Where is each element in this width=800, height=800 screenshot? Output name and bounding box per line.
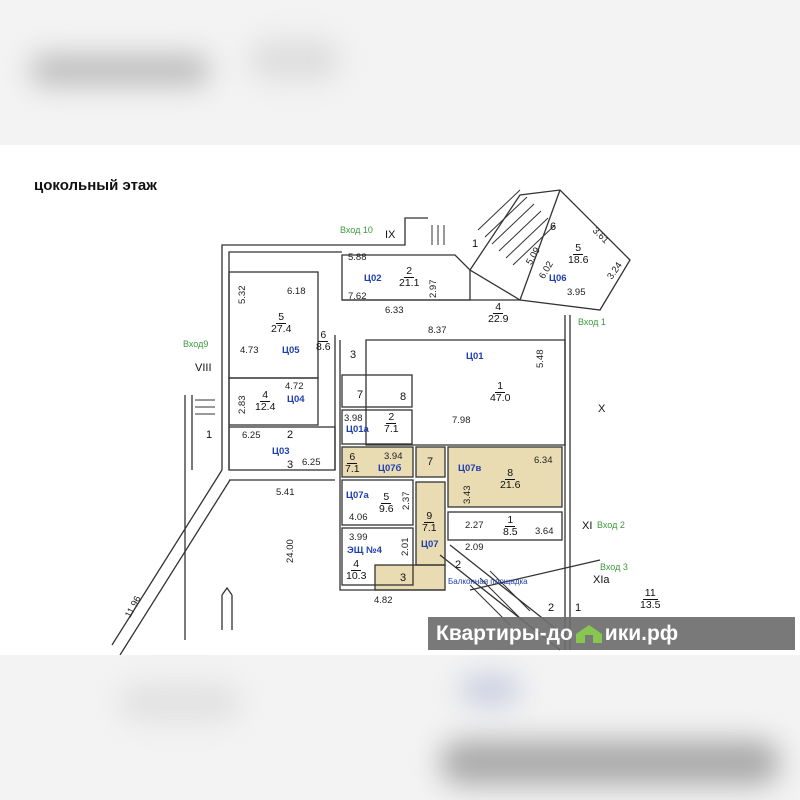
- floor-title: цокольный этаж: [34, 177, 157, 194]
- dimension: 3.94: [384, 451, 403, 462]
- room-number: 2: [548, 602, 555, 614]
- section-code: Ц04: [287, 394, 305, 405]
- section-code: Балконная площадка: [448, 577, 528, 586]
- dimension: 6.25: [242, 430, 261, 441]
- section-code: Ц01: [466, 351, 484, 362]
- axis-label: IX: [385, 229, 396, 241]
- entrance-label: Вход 10: [340, 225, 373, 235]
- dimension: 8.37: [428, 325, 447, 336]
- house-logo-icon: [574, 624, 604, 644]
- dimension: 2.97: [428, 279, 439, 299]
- section-code: Ц05: [282, 345, 300, 356]
- entrance-label: Вход 2: [597, 520, 625, 530]
- dimension: 2.01: [400, 537, 411, 557]
- dimension: 2.83: [237, 395, 248, 415]
- entrance-label: Вход9: [183, 339, 209, 349]
- dimension: 4.73: [240, 345, 259, 356]
- dimension: 7.98: [452, 415, 471, 426]
- section-code: Ц02: [364, 273, 382, 284]
- dimension: 2.27: [465, 520, 484, 531]
- entrance-label: Вход 1: [578, 317, 606, 327]
- section-code: Ц07б: [378, 463, 402, 474]
- dimension: 5.41: [276, 487, 295, 498]
- watermark: Квартиры-до ики.рф: [428, 617, 795, 650]
- blurred-header: [0, 0, 800, 145]
- dimension: 4.72: [285, 381, 304, 392]
- dimension: 2.09: [465, 542, 484, 553]
- dimension: 5.32: [237, 285, 248, 305]
- watermark-text: Квартиры-до: [436, 621, 573, 645]
- dimension: 3.99: [349, 532, 368, 543]
- floor-plan: [0, 145, 800, 655]
- axis-label: XI: [582, 520, 593, 532]
- room-number: 1: [575, 602, 582, 614]
- room-number: 1: [472, 238, 479, 250]
- room-number: 2: [287, 429, 294, 441]
- dimension: 6.25: [302, 457, 321, 468]
- dimension: 3.43: [462, 485, 473, 505]
- section-code: ЭЩ №4: [347, 545, 382, 556]
- room-number: 7: [427, 456, 434, 468]
- axis-label: X: [598, 403, 606, 415]
- room-number: 3: [287, 459, 294, 471]
- axis-label: VIII: [195, 362, 212, 374]
- dimension: 2.37: [401, 491, 412, 511]
- room-number: 7: [357, 389, 364, 401]
- dimension: 6.18: [287, 286, 306, 297]
- dimension: 4.82: [374, 595, 393, 606]
- dimension: 6.33: [385, 305, 404, 316]
- watermark-text: ики.рф: [604, 621, 679, 645]
- dimension: 5.48: [535, 349, 546, 369]
- dimension: 3.98: [344, 413, 363, 424]
- room-number: 8: [400, 391, 407, 403]
- floor-plan-walls: [111, 189, 631, 655]
- room-number: 2: [455, 559, 462, 571]
- room-number: 1: [206, 429, 213, 441]
- dimension: 4.06: [349, 512, 368, 523]
- dimension: 24.00: [285, 539, 296, 563]
- dimension: 7.62: [348, 291, 367, 302]
- section-code: Ц07: [421, 539, 439, 550]
- section-code: Ц06: [549, 273, 567, 284]
- section-code: Ц07а: [346, 490, 369, 501]
- dimension: 3.95: [567, 287, 586, 298]
- dimension: 6.34: [534, 455, 553, 466]
- dimension: 5.88: [348, 252, 367, 263]
- room-number: 3: [350, 349, 357, 361]
- section-code: Ц07в: [458, 463, 482, 474]
- dimension: 3.64: [535, 526, 554, 537]
- room-number: 6: [550, 221, 557, 233]
- blurred-footer: [0, 655, 800, 800]
- entrance-label: Вход 3: [600, 562, 628, 572]
- section-code: Ц01а: [346, 424, 369, 435]
- axis-label: XIa: [593, 574, 610, 586]
- highlighted-rooms: [342, 447, 562, 590]
- section-code: Ц03: [272, 446, 290, 457]
- room-number: 3: [400, 572, 407, 584]
